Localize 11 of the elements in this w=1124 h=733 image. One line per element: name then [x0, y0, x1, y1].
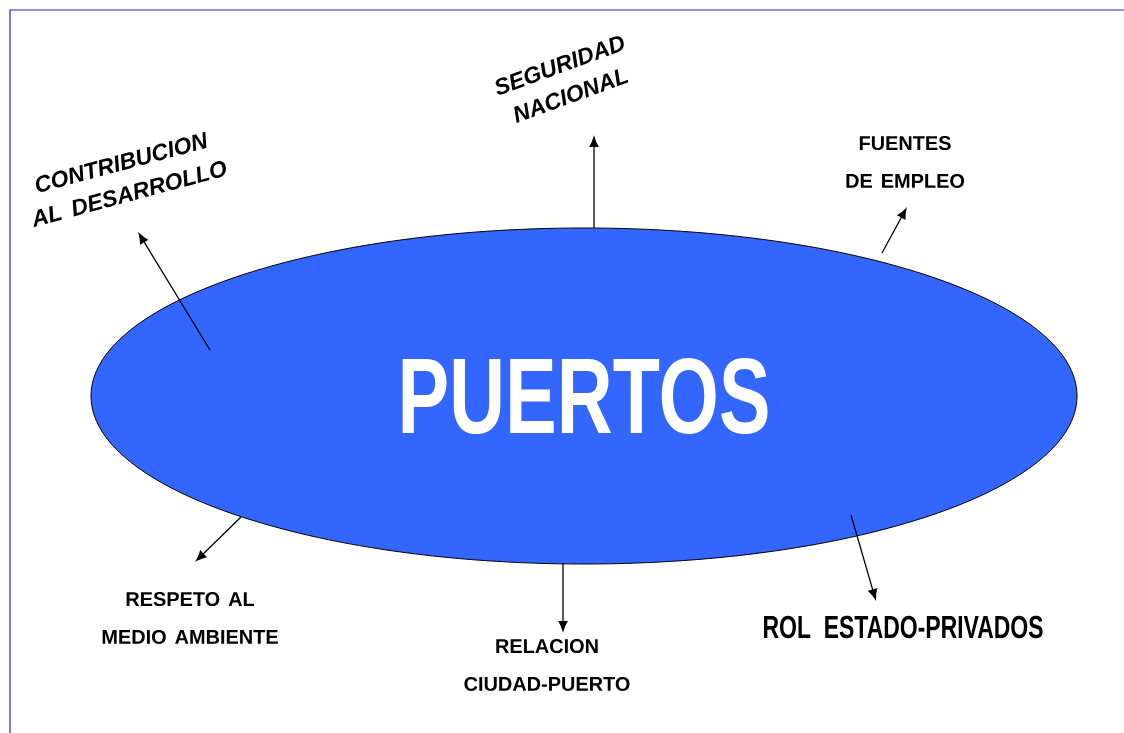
arrow — [196, 516, 242, 561]
ellipse-node: PUERTOS — [90, 227, 1078, 565]
outlined-label: ROL ESTADO-PRIVADOS — [764, 615, 1043, 639]
arrow — [589, 136, 599, 229]
outlined-label: RELACION CIUDAD-PUERTO — [464, 639, 630, 691]
arrow — [558, 562, 568, 632]
outlined-label: FUENTES DE EMPLEO — [846, 136, 965, 188]
arrow — [850, 514, 878, 600]
arrow — [138, 233, 211, 351]
arrow — [881, 208, 907, 254]
outlined-label: RESPETO AL MEDIO AMBIENTE — [102, 592, 278, 644]
